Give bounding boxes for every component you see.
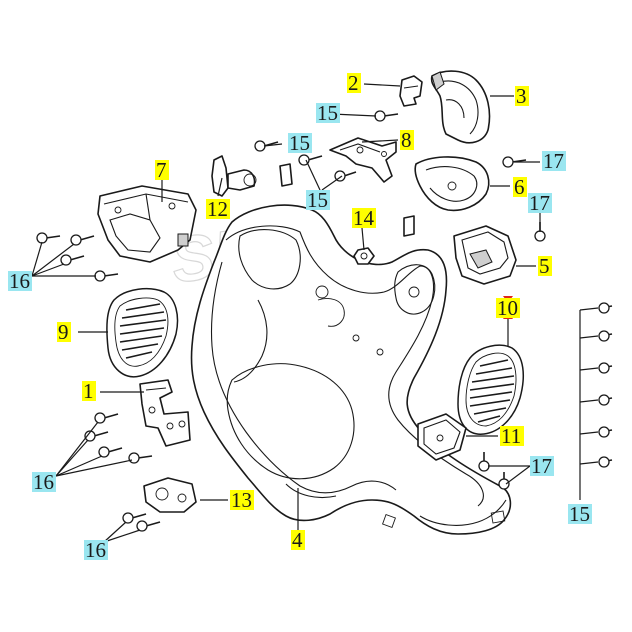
screw-15-c: [298, 154, 323, 166]
svg-text:13: 13: [231, 488, 252, 512]
svg-text:3: 3: [516, 84, 527, 108]
svg-text:15: 15: [317, 101, 338, 125]
callout-15-mid[interactable]: 15: [288, 131, 312, 155]
screw-15-e: [598, 302, 613, 314]
part-6-cover-piece[interactable]: [414, 156, 490, 212]
callout-labels: 2 3 15 15 8 17 7 6: [8, 71, 592, 562]
callout-9[interactable]: 9: [57, 320, 71, 344]
callout-17-right[interactable]: 17: [528, 191, 552, 215]
callout-3[interactable]: 3: [515, 84, 529, 108]
part-14-nut[interactable]: [353, 247, 375, 265]
screw-16-j: [136, 520, 161, 532]
part-8-bracket[interactable]: [329, 137, 397, 183]
screw-15-h: [598, 394, 613, 406]
screw-15-f: [598, 330, 613, 342]
callout-16-lower-left[interactable]: 16: [32, 470, 56, 494]
screw-15-g: [598, 362, 613, 374]
callout-13[interactable]: 13: [230, 488, 254, 512]
callout-17-top[interactable]: 17: [542, 149, 566, 173]
screw-16-e: [94, 412, 119, 424]
callout-10-selected[interactable]: 10: [496, 296, 520, 320]
part-7-inner-box[interactable]: [97, 185, 197, 263]
screw-16-i: [122, 512, 147, 524]
callout-11[interactable]: 11: [500, 424, 524, 448]
svg-text:6: 6: [514, 175, 525, 199]
part-3-upper-cover[interactable]: [430, 70, 491, 144]
svg-text:14: 14: [353, 206, 375, 230]
callout-4[interactable]: 4: [291, 528, 305, 552]
screw-17-a: [502, 156, 527, 168]
svg-text:12: 12: [207, 197, 228, 221]
svg-text:8: 8: [401, 128, 412, 152]
part-10-right-vent-grille[interactable]: [457, 344, 525, 435]
part-1-mount-bracket[interactable]: [139, 379, 191, 447]
svg-text:17: 17: [529, 191, 550, 215]
part-11-plate[interactable]: [417, 413, 467, 461]
callout-2[interactable]: 2: [347, 71, 361, 95]
part-5-panel[interactable]: [453, 225, 517, 285]
callout-15-top[interactable]: 15: [316, 101, 340, 125]
screw-16-a: [36, 232, 61, 244]
svg-text:15: 15: [307, 188, 328, 212]
svg-text:7: 7: [156, 158, 167, 182]
screw-16-d: [94, 270, 119, 282]
callout-15-group[interactable]: 15: [306, 188, 330, 212]
callout-14[interactable]: 14: [352, 206, 376, 230]
screw-15-a: [374, 110, 399, 122]
svg-text:5: 5: [539, 254, 550, 278]
screw-16-c: [60, 254, 85, 266]
callout-16-top-left[interactable]: 16: [8, 269, 32, 293]
svg-text:2: 2: [348, 71, 359, 95]
screw-16-g: [98, 446, 123, 458]
screw-16-h: [128, 452, 153, 464]
part-9-left-vent-grille[interactable]: [106, 287, 179, 378]
clip-small-mid: [403, 215, 415, 237]
part-12-hook-bracket[interactable]: [211, 155, 257, 197]
callout-5[interactable]: 5: [538, 254, 552, 278]
part-13-hinge-bracket[interactable]: [143, 477, 197, 513]
part-2-small-bracket[interactable]: [399, 75, 423, 107]
svg-text:17: 17: [543, 149, 564, 173]
screw-15-j: [598, 456, 613, 468]
screw-16-b: [70, 234, 95, 246]
callout-12[interactable]: 12: [206, 197, 230, 221]
svg-text:11: 11: [501, 424, 521, 448]
svg-text:16: 16: [9, 269, 30, 293]
svg-text:9: 9: [58, 320, 69, 344]
callout-17-bottom[interactable]: 17: [530, 454, 554, 478]
callout-8[interactable]: 8: [400, 128, 414, 152]
svg-text:15: 15: [569, 502, 590, 526]
screw-17-c: [478, 452, 490, 472]
svg-text:17: 17: [531, 454, 552, 478]
screw-15-i: [598, 426, 613, 438]
callout-6[interactable]: 6: [513, 175, 527, 199]
screw-17-d: [498, 472, 510, 490]
screw-15-d: [334, 170, 357, 182]
callout-1[interactable]: 1: [82, 379, 96, 403]
svg-text:4: 4: [292, 528, 303, 552]
callout-15-right-column[interactable]: 15: [568, 502, 592, 526]
callout-7[interactable]: 7: [155, 158, 169, 182]
svg-text:16: 16: [85, 538, 106, 562]
leader-lines: [31, 83, 599, 543]
screw-16-f: [84, 430, 109, 442]
svg-text:1: 1: [83, 379, 94, 403]
svg-text:10: 10: [497, 296, 518, 320]
callout-16-bottom[interactable]: 16: [84, 538, 108, 562]
clip-small-upper: [279, 163, 293, 187]
svg-text:16: 16: [33, 470, 54, 494]
svg-text:15: 15: [289, 131, 310, 155]
